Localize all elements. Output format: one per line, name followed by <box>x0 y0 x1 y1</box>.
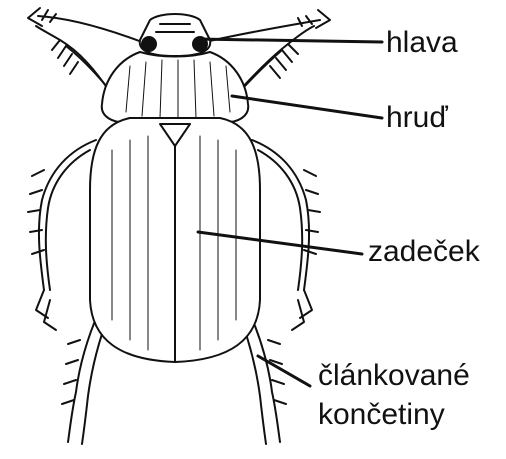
label-abdomen: zadeček <box>368 237 480 267</box>
label-legs-line2: končetiny <box>318 400 445 430</box>
label-head: hlava <box>386 28 458 58</box>
label-legs-line1: článkované <box>318 361 470 391</box>
label-thorax: hruď <box>386 103 448 133</box>
leader-line-legs <box>258 356 310 386</box>
head <box>140 14 210 56</box>
abdomen <box>90 118 260 362</box>
leader-line-head <box>196 39 382 42</box>
leader-line-thorax <box>232 96 382 118</box>
thorax <box>102 52 248 122</box>
